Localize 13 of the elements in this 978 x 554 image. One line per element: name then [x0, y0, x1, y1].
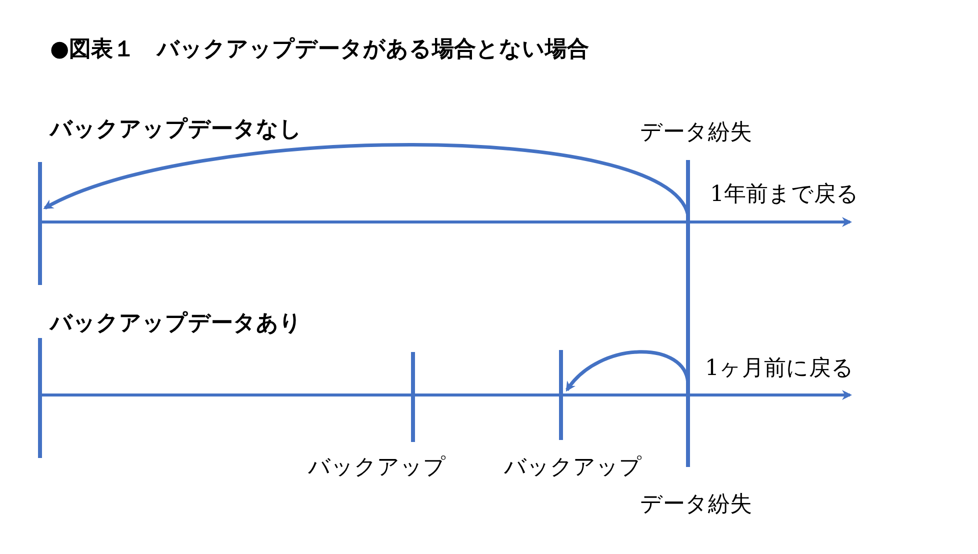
time-label: バックアップ: [504, 455, 642, 482]
tick-mark: [38, 338, 42, 458]
tick-mark: [38, 162, 42, 285]
time-label: バックアップ: [308, 455, 446, 482]
time-label: データ紛失: [640, 120, 752, 146]
tick-mark: [411, 352, 415, 442]
section-heading: バックアップデータなし: [50, 116, 302, 142]
edge-label: 1年前まで戻る: [710, 182, 859, 208]
time-label: データ紛失: [640, 492, 752, 518]
tick-mark: [559, 350, 563, 440]
section-heading: バックアップデータあり: [50, 310, 302, 336]
diagram-title: ●図表１ バックアップデータがある場合とない場合: [50, 36, 590, 62]
edge-label: 1ヶ月前に戻る: [705, 356, 854, 382]
